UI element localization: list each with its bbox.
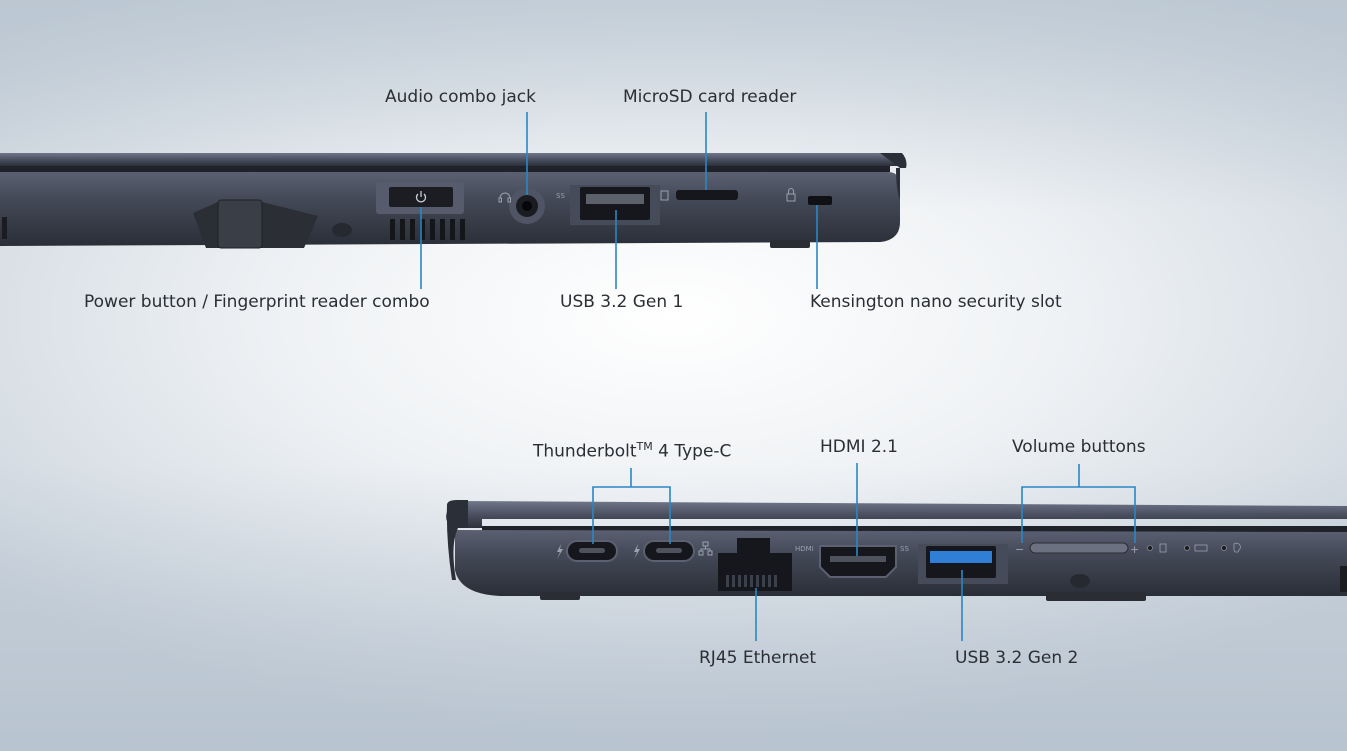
microsd-slot [676,190,738,200]
trademark-mark: TM [636,440,653,453]
battery-icon [1194,544,1208,552]
thunderbolt-suffix: 4 Type-C [652,441,732,462]
power-icon [415,191,427,203]
leader-thunderbolt [592,468,671,544]
sdcard-icon [660,190,669,201]
network-icon [698,541,713,556]
label-hdmi: HDMI 2.1 [820,437,898,457]
led-hole [332,223,352,237]
rj45-port [718,538,792,591]
label-thunderbolt: ThunderboltTM 4 Type-C [533,437,731,462]
bulb-icon [1233,542,1241,553]
right-edge-slot [1340,566,1347,592]
lid-right [446,501,1347,528]
lid-left [0,153,906,166]
thunderbolt-icon-1 [557,544,563,559]
thunderbolt-icon-2 [634,544,640,559]
left-slot [2,217,7,239]
volume-rocker [1029,542,1129,554]
hinge-cap-right [446,500,468,580]
disk-icon [1159,543,1167,553]
lock-icon [786,188,796,202]
hinge-cap-left [880,153,907,200]
headset-icon [498,192,511,203]
usb-gen1-tongue [586,194,644,204]
label-usb-gen2: USB 3.2 Gen 2 [955,648,1079,668]
foot-right-2 [1046,592,1146,601]
volume-plus-mark: + [1130,543,1139,556]
stand-block [217,199,263,249]
label-power-button: Power button / Fingerprint reader combo [84,292,430,312]
label-audio-combo-jack: Audio combo jack [385,87,536,107]
leader-lines [420,112,1136,641]
label-volume-buttons: Volume buttons [1012,437,1146,457]
usb-ss-mark-left: SS [556,192,565,200]
left-side-view: SS [0,153,907,249]
body-right [455,530,1347,596]
usb-ss-mark-right: SS [900,545,909,553]
thunderbolt-name: Thunderbolt [533,441,637,462]
volume-minus-mark: − [1015,543,1024,556]
vent-grill [390,219,465,240]
lid-gap-left [0,166,890,172]
led-1 [1147,545,1153,551]
label-kensington: Kensington nano security slot [810,292,1062,312]
led-3 [1221,545,1227,551]
foot-right-1 [540,592,580,600]
right-side-view: HDMI SS − + [446,500,1347,601]
lid-gap-right [482,526,1347,532]
label-microsd-card-reader: MicroSD card reader [623,87,797,107]
label-rj45: RJ45 Ethernet [699,648,817,668]
rj45-pins [726,575,777,587]
kensington-slot [808,196,832,205]
leader-volume [1021,464,1136,543]
led-2 [1184,545,1190,551]
hdmi-mark: HDMI [795,545,814,553]
label-usb-gen1: USB 3.2 Gen 1 [560,292,684,312]
foot-left-1 [770,240,810,248]
usb-gen2-tongue [930,551,992,563]
led-hole-right [1070,574,1090,588]
